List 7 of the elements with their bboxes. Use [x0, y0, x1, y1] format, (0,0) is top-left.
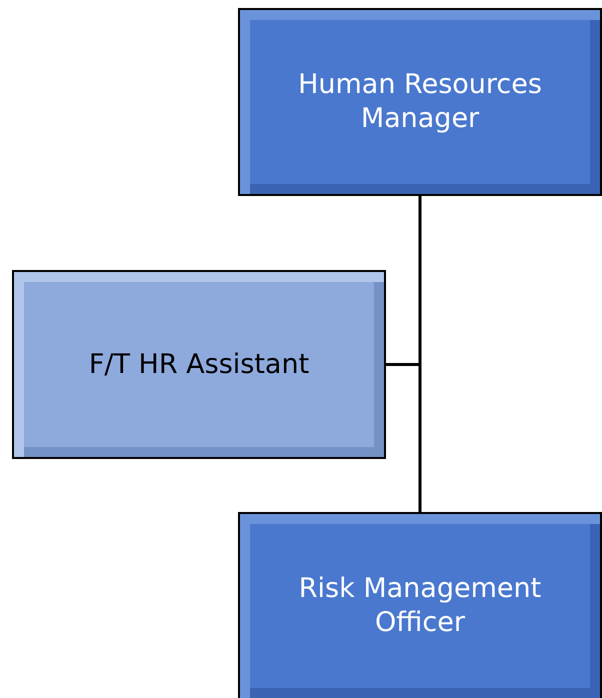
- position-title: Risk Management Officer: [298, 572, 542, 640]
- position-box: [12, 270, 386, 459]
- connector-line: [418, 196, 422, 512]
- position-box: [238, 8, 602, 196]
- position-title: Human Resources Manager: [297, 68, 543, 136]
- position-title: F/T HR Assistant: [88, 348, 310, 382]
- position-box: [238, 512, 602, 698]
